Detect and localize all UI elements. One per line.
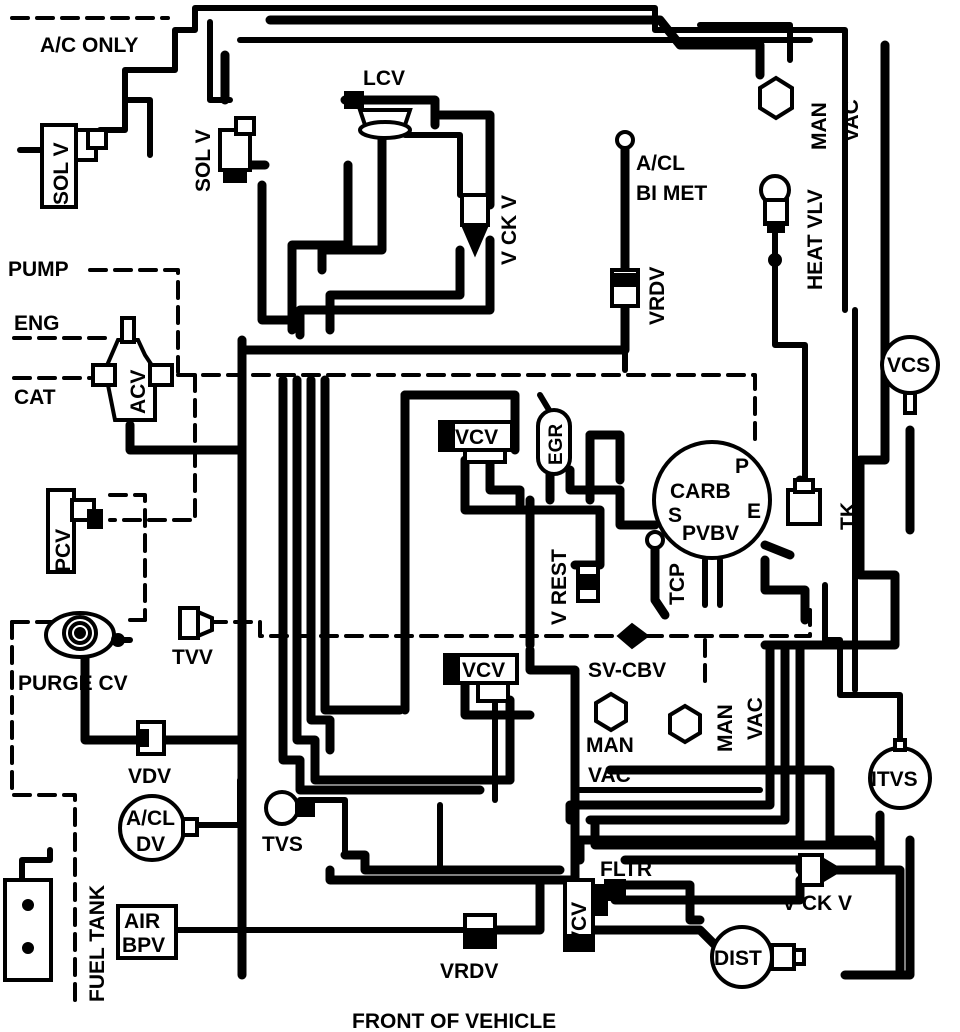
labels: A/C ONLY LCV SOL V SOL V MAN VAC A/CL BI… xyxy=(8,34,930,1032)
label-vcv-top: VCV xyxy=(455,426,498,449)
v-ck-v-bottom-valve xyxy=(798,853,844,887)
carb-component xyxy=(652,440,772,560)
purge-cv-component xyxy=(44,611,125,659)
label-heat-vlv: HEAT VLV xyxy=(804,189,827,290)
tvv-component xyxy=(178,606,214,640)
label-vcv-bottom: VCV xyxy=(568,902,591,945)
label-man-mid: MAN xyxy=(586,734,634,757)
acl-bimet-port xyxy=(615,130,635,150)
label-vdv: VDV xyxy=(128,765,171,788)
label-acv: ACV xyxy=(127,370,150,414)
label-dist: DIST xyxy=(714,947,762,970)
label-vrdv-top: VRDV xyxy=(646,267,669,325)
egr-component xyxy=(536,408,572,476)
label-vcv-mid: VCV xyxy=(462,659,505,682)
vcv-top-component xyxy=(438,420,514,464)
label-vac-right: VAC xyxy=(744,697,767,740)
label-man-top: MAN xyxy=(808,102,831,150)
label-lcv: LCV xyxy=(363,67,405,90)
sv-cbv-component xyxy=(616,622,650,650)
man-vac-right-hexagon xyxy=(668,703,702,745)
vcv-bottom-component xyxy=(563,878,608,952)
label-air-bpv-2: BPV xyxy=(122,934,165,957)
tvs-component xyxy=(264,790,315,826)
label-air-bpv-1: AIR xyxy=(124,910,160,933)
label-cat: CAT xyxy=(14,386,56,409)
label-v-ck-v-top: V CK V xyxy=(498,195,521,265)
vcv-mid-component xyxy=(443,653,519,703)
label-sol-v-left: SOL V xyxy=(50,142,73,205)
label-pump: PUMP xyxy=(8,258,69,281)
man-vac-top-hexagon xyxy=(758,75,794,121)
label-egr: EGR xyxy=(546,424,567,465)
sol-v-mid-component xyxy=(218,128,252,172)
label-carb-pvbv: PVBV xyxy=(682,522,739,545)
pcv-component xyxy=(46,488,103,574)
dist-component xyxy=(710,925,806,989)
components xyxy=(3,75,940,989)
v-ck-v-top-valve xyxy=(460,193,490,258)
label-ac-only: A/C ONLY xyxy=(40,34,138,57)
label-carb: CARB xyxy=(670,480,731,503)
label-carb-p: P xyxy=(735,455,749,478)
label-tvs: TVS xyxy=(262,833,303,856)
label-vrdv-bottom: VRDV xyxy=(440,960,498,983)
label-carb-s: S xyxy=(668,504,682,527)
fuel-tank-component xyxy=(3,878,53,982)
label-acl-dv-2: DV xyxy=(136,833,165,856)
acv-component xyxy=(91,316,174,422)
label-vac-mid: VAC xyxy=(588,764,631,787)
sol-v-left-component xyxy=(40,123,78,209)
label-tvv: TVV xyxy=(172,646,213,669)
label-man-right: MAN xyxy=(714,704,737,752)
heat-vlv-component xyxy=(759,174,791,267)
label-carb-e: E xyxy=(747,500,761,523)
label-tk: TK xyxy=(837,502,860,530)
label-pcv: PCV xyxy=(52,529,75,572)
label-acl-dv-1: A/CL xyxy=(126,807,175,830)
label-v-ck-v-bottom: V CK V xyxy=(782,892,852,915)
air-bpv-component xyxy=(116,904,178,960)
tcp-port xyxy=(645,530,665,550)
label-fuel-tank: FUEL TANK xyxy=(86,885,109,1002)
label-itvs: ITVS xyxy=(871,768,918,791)
label-v-rest: V REST xyxy=(548,549,571,625)
label-vcs: VCS xyxy=(887,354,930,377)
label-vac-top: VAC xyxy=(840,99,863,142)
man-vac-mid-hexagon xyxy=(594,691,628,733)
label-fltr: FLTR xyxy=(600,858,652,881)
lcv-valve xyxy=(344,91,413,140)
label-acl-bimet-1: A/CL xyxy=(636,152,685,175)
label-sv-cbv: SV-CBV xyxy=(588,659,666,682)
label-purge-cv: PURGE CV xyxy=(18,672,128,695)
footer-front-of-vehicle: FRONT OF VEHICLE xyxy=(352,1010,556,1032)
label-eng: ENG xyxy=(14,312,60,335)
label-tcp: TCP xyxy=(666,563,689,605)
tk-component xyxy=(786,488,822,526)
label-acl-bimet-2: BI MET xyxy=(636,182,707,205)
label-sol-v-mid: SOL V xyxy=(192,129,215,192)
